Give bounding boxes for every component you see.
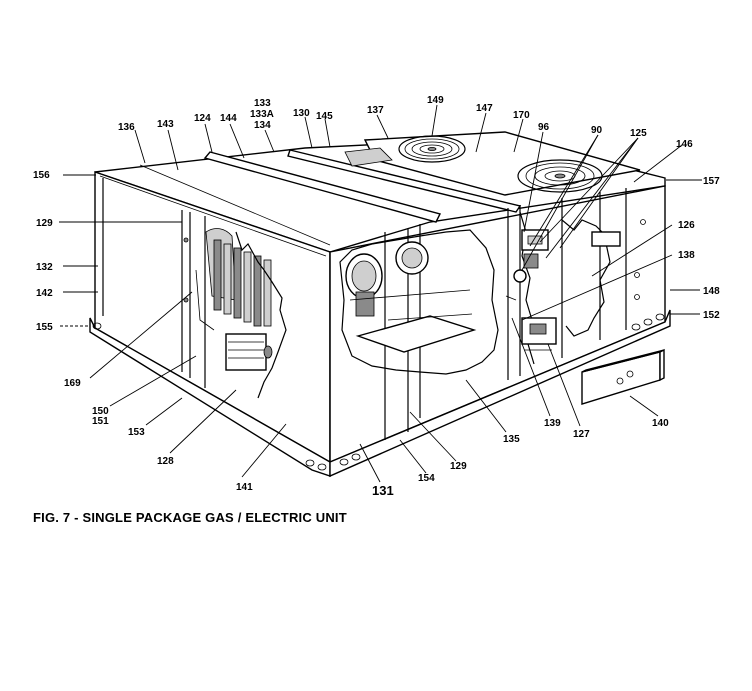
callout-151: 151 xyxy=(92,416,109,427)
callout-155: 155 xyxy=(36,322,53,333)
callout-125: 125 xyxy=(630,128,647,139)
callout-147: 147 xyxy=(476,103,493,114)
callout-130: 130 xyxy=(293,108,310,119)
callout-150: 150 xyxy=(92,406,109,417)
callout-139: 139 xyxy=(544,418,561,429)
callout-135: 135 xyxy=(503,434,520,445)
callout-129-bottom: 129 xyxy=(450,461,467,472)
callout-133: 133 xyxy=(254,98,271,109)
callout-152: 152 xyxy=(703,310,720,321)
callout-149: 149 xyxy=(427,95,444,106)
callout-132: 132 xyxy=(36,262,53,273)
separate-access-panel xyxy=(581,348,665,405)
callout-156: 156 xyxy=(33,170,50,181)
callout-170: 170 xyxy=(513,110,530,121)
callout-126: 126 xyxy=(678,220,695,231)
callout-146: 146 xyxy=(676,139,693,150)
callout-90: 90 xyxy=(591,125,603,136)
callout-labels: 156 136 143 124 144 133 133A 134 130 145… xyxy=(33,95,720,498)
callout-145: 145 xyxy=(316,111,333,122)
burner-assembly xyxy=(225,333,273,371)
callout-131: 131 xyxy=(372,483,394,498)
unit-cabinet xyxy=(89,137,671,478)
callout-129-top: 129 xyxy=(36,218,53,229)
callout-142: 142 xyxy=(36,288,53,299)
callout-169: 169 xyxy=(64,378,81,389)
heat-exchanger-section xyxy=(102,178,287,399)
callout-141: 141 xyxy=(236,482,253,493)
callout-153: 153 xyxy=(128,427,145,438)
callout-96: 96 xyxy=(538,122,550,133)
control-box xyxy=(521,317,557,351)
callout-124: 124 xyxy=(194,113,211,124)
heat-exchanger-tubes xyxy=(205,228,272,327)
blower-section xyxy=(329,224,499,462)
control-section xyxy=(505,188,646,380)
callout-137: 137 xyxy=(367,105,384,116)
callout-148: 148 xyxy=(703,286,720,297)
callout-128: 128 xyxy=(157,456,174,467)
leader-lines xyxy=(59,104,702,483)
callout-143: 143 xyxy=(157,119,174,130)
callout-140: 140 xyxy=(652,418,669,429)
callout-144: 144 xyxy=(220,113,237,124)
callout-133a: 133A xyxy=(250,109,274,120)
callout-136: 136 xyxy=(118,122,135,133)
callout-154: 154 xyxy=(418,473,435,484)
callout-127: 127 xyxy=(573,429,590,440)
base-rail-front xyxy=(329,309,671,478)
terminal-board xyxy=(591,231,621,247)
callout-134: 134 xyxy=(254,120,271,131)
callout-138: 138 xyxy=(678,250,695,261)
figure-caption: FIG. 7 - SINGLE PACKAGE GAS / ELECTRIC U… xyxy=(33,510,347,525)
callout-157: 157 xyxy=(703,176,720,187)
